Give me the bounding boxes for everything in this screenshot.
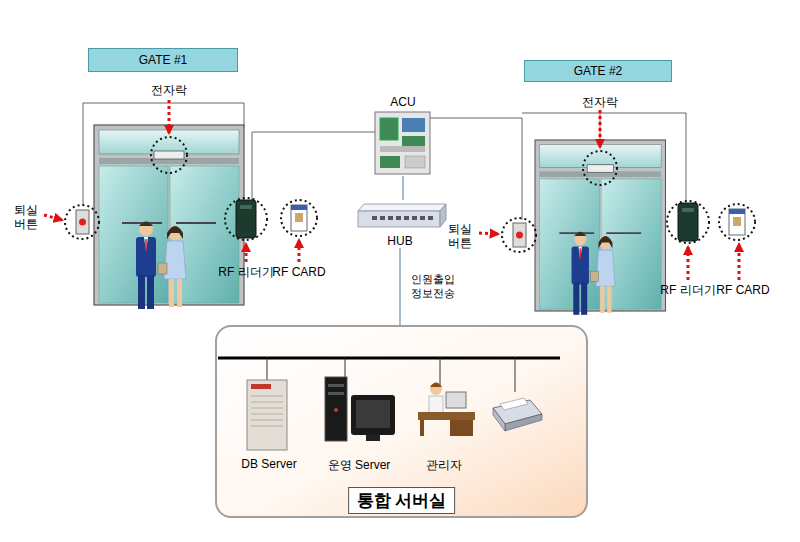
node-label: 운영 Server — [328, 457, 391, 474]
part-label: 퇴실 버튼 — [10, 203, 42, 232]
node-label: HUB — [387, 234, 412, 248]
node-label: ACU — [362, 94, 444, 110]
operation-server: 운영 Server — [328, 457, 391, 474]
db-server: DB Server — [241, 457, 296, 471]
connector-line — [399, 248, 400, 325]
node-label: GATE #1 — [139, 53, 187, 67]
part-label: 전자락 — [575, 95, 625, 109]
part-label: RF CARD — [266, 265, 332, 279]
node-label: DB Server — [241, 457, 296, 471]
gate-band: GATE #2 — [524, 60, 672, 82]
administrator: 관리자 — [426, 457, 462, 474]
server-room-panel: 통합 서버실 DB Server 운영 Server 관리자 — [215, 325, 588, 518]
room-title: 통합 서버실 — [348, 487, 456, 514]
part-label: RF CARD — [710, 283, 776, 297]
part-label: RF 리더기 — [648, 283, 728, 297]
node-label: 관리자 — [426, 457, 462, 474]
gate-band: GATE #1 — [88, 48, 238, 72]
acu-controller: ACU — [362, 94, 444, 176]
edge-label: 인원출입 정보전송 — [408, 273, 458, 299]
network-hub: HUB — [354, 200, 446, 248]
connector-line — [402, 176, 403, 200]
part-label: 퇴실 버튼 — [444, 222, 476, 251]
part-label: 전자락 — [144, 83, 194, 97]
node-label: GATE #2 — [574, 64, 622, 78]
